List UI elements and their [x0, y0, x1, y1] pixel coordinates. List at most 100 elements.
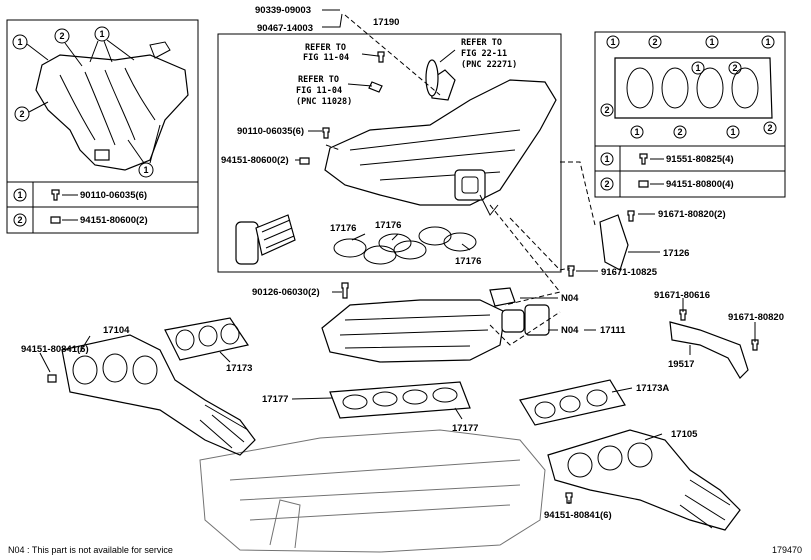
refer-note-2-line-3: (PNC 22271) — [461, 60, 517, 70]
svg-text:1: 1 — [695, 63, 700, 73]
inset-right-legend-row-1: 1 91551-80825(4) — [600, 152, 734, 166]
svg-text:1: 1 — [17, 37, 22, 47]
callout-91671-10825: 91671-10825 — [601, 267, 658, 278]
svg-text:91551-80825(4): 91551-80825(4) — [666, 154, 734, 165]
bolt-icon — [567, 265, 575, 277]
callout-labels: 90339-09003 90467-14003 17190 REFER TO F… — [21, 5, 784, 521]
inset-left-marker-1b: 1 — [89, 26, 135, 63]
svg-text:94151-80600(2): 94151-80600(2) — [80, 215, 148, 226]
callout-n04-b: N04 — [561, 325, 579, 336]
upper-intake-manifold-drawing — [324, 69, 557, 216]
inset-left-marker-2b: 2 — [14, 101, 49, 122]
svg-text:2: 2 — [17, 215, 22, 225]
callout-17190: 17190 — [373, 17, 399, 28]
svg-text:2: 2 — [677, 127, 682, 137]
nut-icon — [565, 492, 573, 504]
stud-icon — [341, 282, 349, 299]
refer-note-3-line-1: REFER TO — [298, 75, 339, 85]
callout-19517: 19517 — [668, 359, 694, 370]
svg-text:1: 1 — [99, 29, 104, 39]
lower-intake-drawing — [321, 282, 550, 363]
filter-element-icon — [425, 59, 439, 97]
bolt-icon — [679, 309, 687, 321]
callout-90467-14003: 90467-14003 — [257, 23, 313, 34]
svg-text:2: 2 — [19, 109, 24, 119]
figure-id: 179470 — [772, 545, 802, 555]
callout-90339-09003: 90339-09003 — [255, 5, 311, 16]
inset-right-markers: 1 2 1 1 2 1 2 1 2 1 2 — [600, 35, 777, 139]
nut-icon — [299, 157, 310, 165]
engine-block-drawing — [199, 429, 546, 553]
svg-text:1: 1 — [709, 37, 714, 47]
bracket-icon — [368, 81, 383, 93]
inset-left-manifold-drawing — [35, 41, 189, 171]
svg-text:1: 1 — [765, 37, 770, 47]
callout-17126: 17126 — [663, 248, 689, 259]
svg-text:94151-80800(4): 94151-80800(4) — [666, 179, 734, 190]
gasket-17173a-drawing — [519, 379, 626, 426]
upper-intake-box — [217, 33, 562, 273]
throttle-part-drawing — [235, 214, 296, 265]
inset-right: 1 2 1 1 2 1 2 1 2 1 2 1 91551-80825(4) 2… — [594, 31, 786, 198]
svg-text:2: 2 — [732, 63, 737, 73]
inset-left-marker-1a: 1 — [12, 34, 49, 61]
svg-text:1: 1 — [634, 127, 639, 137]
refer-note-1-line-2: FIG 11-04 — [303, 53, 349, 63]
callout-17176-c: 17176 — [455, 256, 481, 267]
refer-note-3-line-3: (PNC 11028) — [296, 97, 352, 107]
svg-text:2: 2 — [604, 179, 609, 189]
svg-text:90110-06035(6): 90110-06035(6) — [80, 190, 147, 201]
svg-text:1: 1 — [17, 190, 22, 200]
svg-text:2: 2 — [652, 37, 657, 47]
callout-94151-80600: 94151-80600(2) — [221, 155, 289, 166]
gaskets-17176-drawing — [333, 226, 477, 265]
callout-91671-80820-a: 91671-80820(2) — [658, 209, 726, 220]
gaskets-17177-drawing — [329, 381, 471, 419]
inset-left: 1 2 1 2 1 1 — [6, 19, 199, 234]
inset-left-legend-row-2: 2 94151-80600(2) — [13, 213, 148, 227]
callout-91671-80820-b: 91671-80820 — [728, 312, 784, 323]
callout-94151-80841-a: 94151-80841(6) — [21, 344, 89, 355]
refer-note-1-line-1: REFER TO — [305, 43, 346, 53]
bracket-17126-drawing — [567, 210, 635, 277]
stay-19517-drawing — [669, 309, 759, 379]
svg-text:2: 2 — [604, 105, 609, 115]
footer-note: N04 : This part is not available for ser… — [8, 545, 173, 555]
callout-91671-80616: 91671-80616 — [654, 290, 710, 301]
callout-17176-a: 17176 — [330, 223, 356, 234]
inset-right-gasket-drawing — [614, 57, 773, 119]
callout-n04-a: N04 — [561, 293, 579, 304]
inset-right-legend-row-2: 2 94151-80800(4) — [600, 177, 734, 191]
callout-94151-80841-b: 94151-80841(6) — [544, 510, 612, 521]
inset-left-legend-row-1: 1 90110-06035(6) — [13, 188, 147, 202]
nut-icon — [47, 374, 57, 383]
svg-text:2: 2 — [767, 123, 772, 133]
inset-left-marker-2a: 2 — [54, 28, 83, 67]
callout-90126-06030: 90126-06030(2) — [252, 287, 320, 298]
callout-17177-a: 17177 — [262, 394, 288, 405]
bolt-icon — [627, 210, 635, 222]
svg-text:1: 1 — [610, 37, 615, 47]
leader-lines — [39, 9, 756, 504]
callout-17176-b: 17176 — [375, 220, 401, 231]
refer-note-3-line-2: FIG 11-04 — [296, 86, 342, 96]
callout-17105: 17105 — [671, 429, 698, 440]
exhaust-manifold-right-drawing — [547, 429, 741, 531]
svg-text:2: 2 — [59, 31, 64, 41]
refer-note-2-line-1: REFER TO — [461, 38, 502, 48]
callout-90110-06035: 90110-06035(6) — [237, 126, 304, 137]
bolt-icon — [751, 339, 759, 351]
svg-text:1: 1 — [730, 127, 735, 137]
refer-note-2-line-2: FIG 22-11 — [461, 49, 507, 59]
exhaust-manifold-left-drawing — [47, 334, 256, 456]
bolt-icon — [322, 127, 330, 139]
callout-17173a: 17173A — [636, 383, 669, 394]
callout-17177-b: 17177 — [452, 423, 478, 434]
callout-17173: 17173 — [226, 363, 252, 374]
bolt-icon — [377, 51, 385, 63]
inset-left-marker-1c: 1 — [127, 124, 161, 178]
callout-17111: 17111 — [600, 325, 626, 336]
gasket-17173-drawing — [164, 317, 249, 361]
svg-text:1: 1 — [143, 165, 148, 175]
